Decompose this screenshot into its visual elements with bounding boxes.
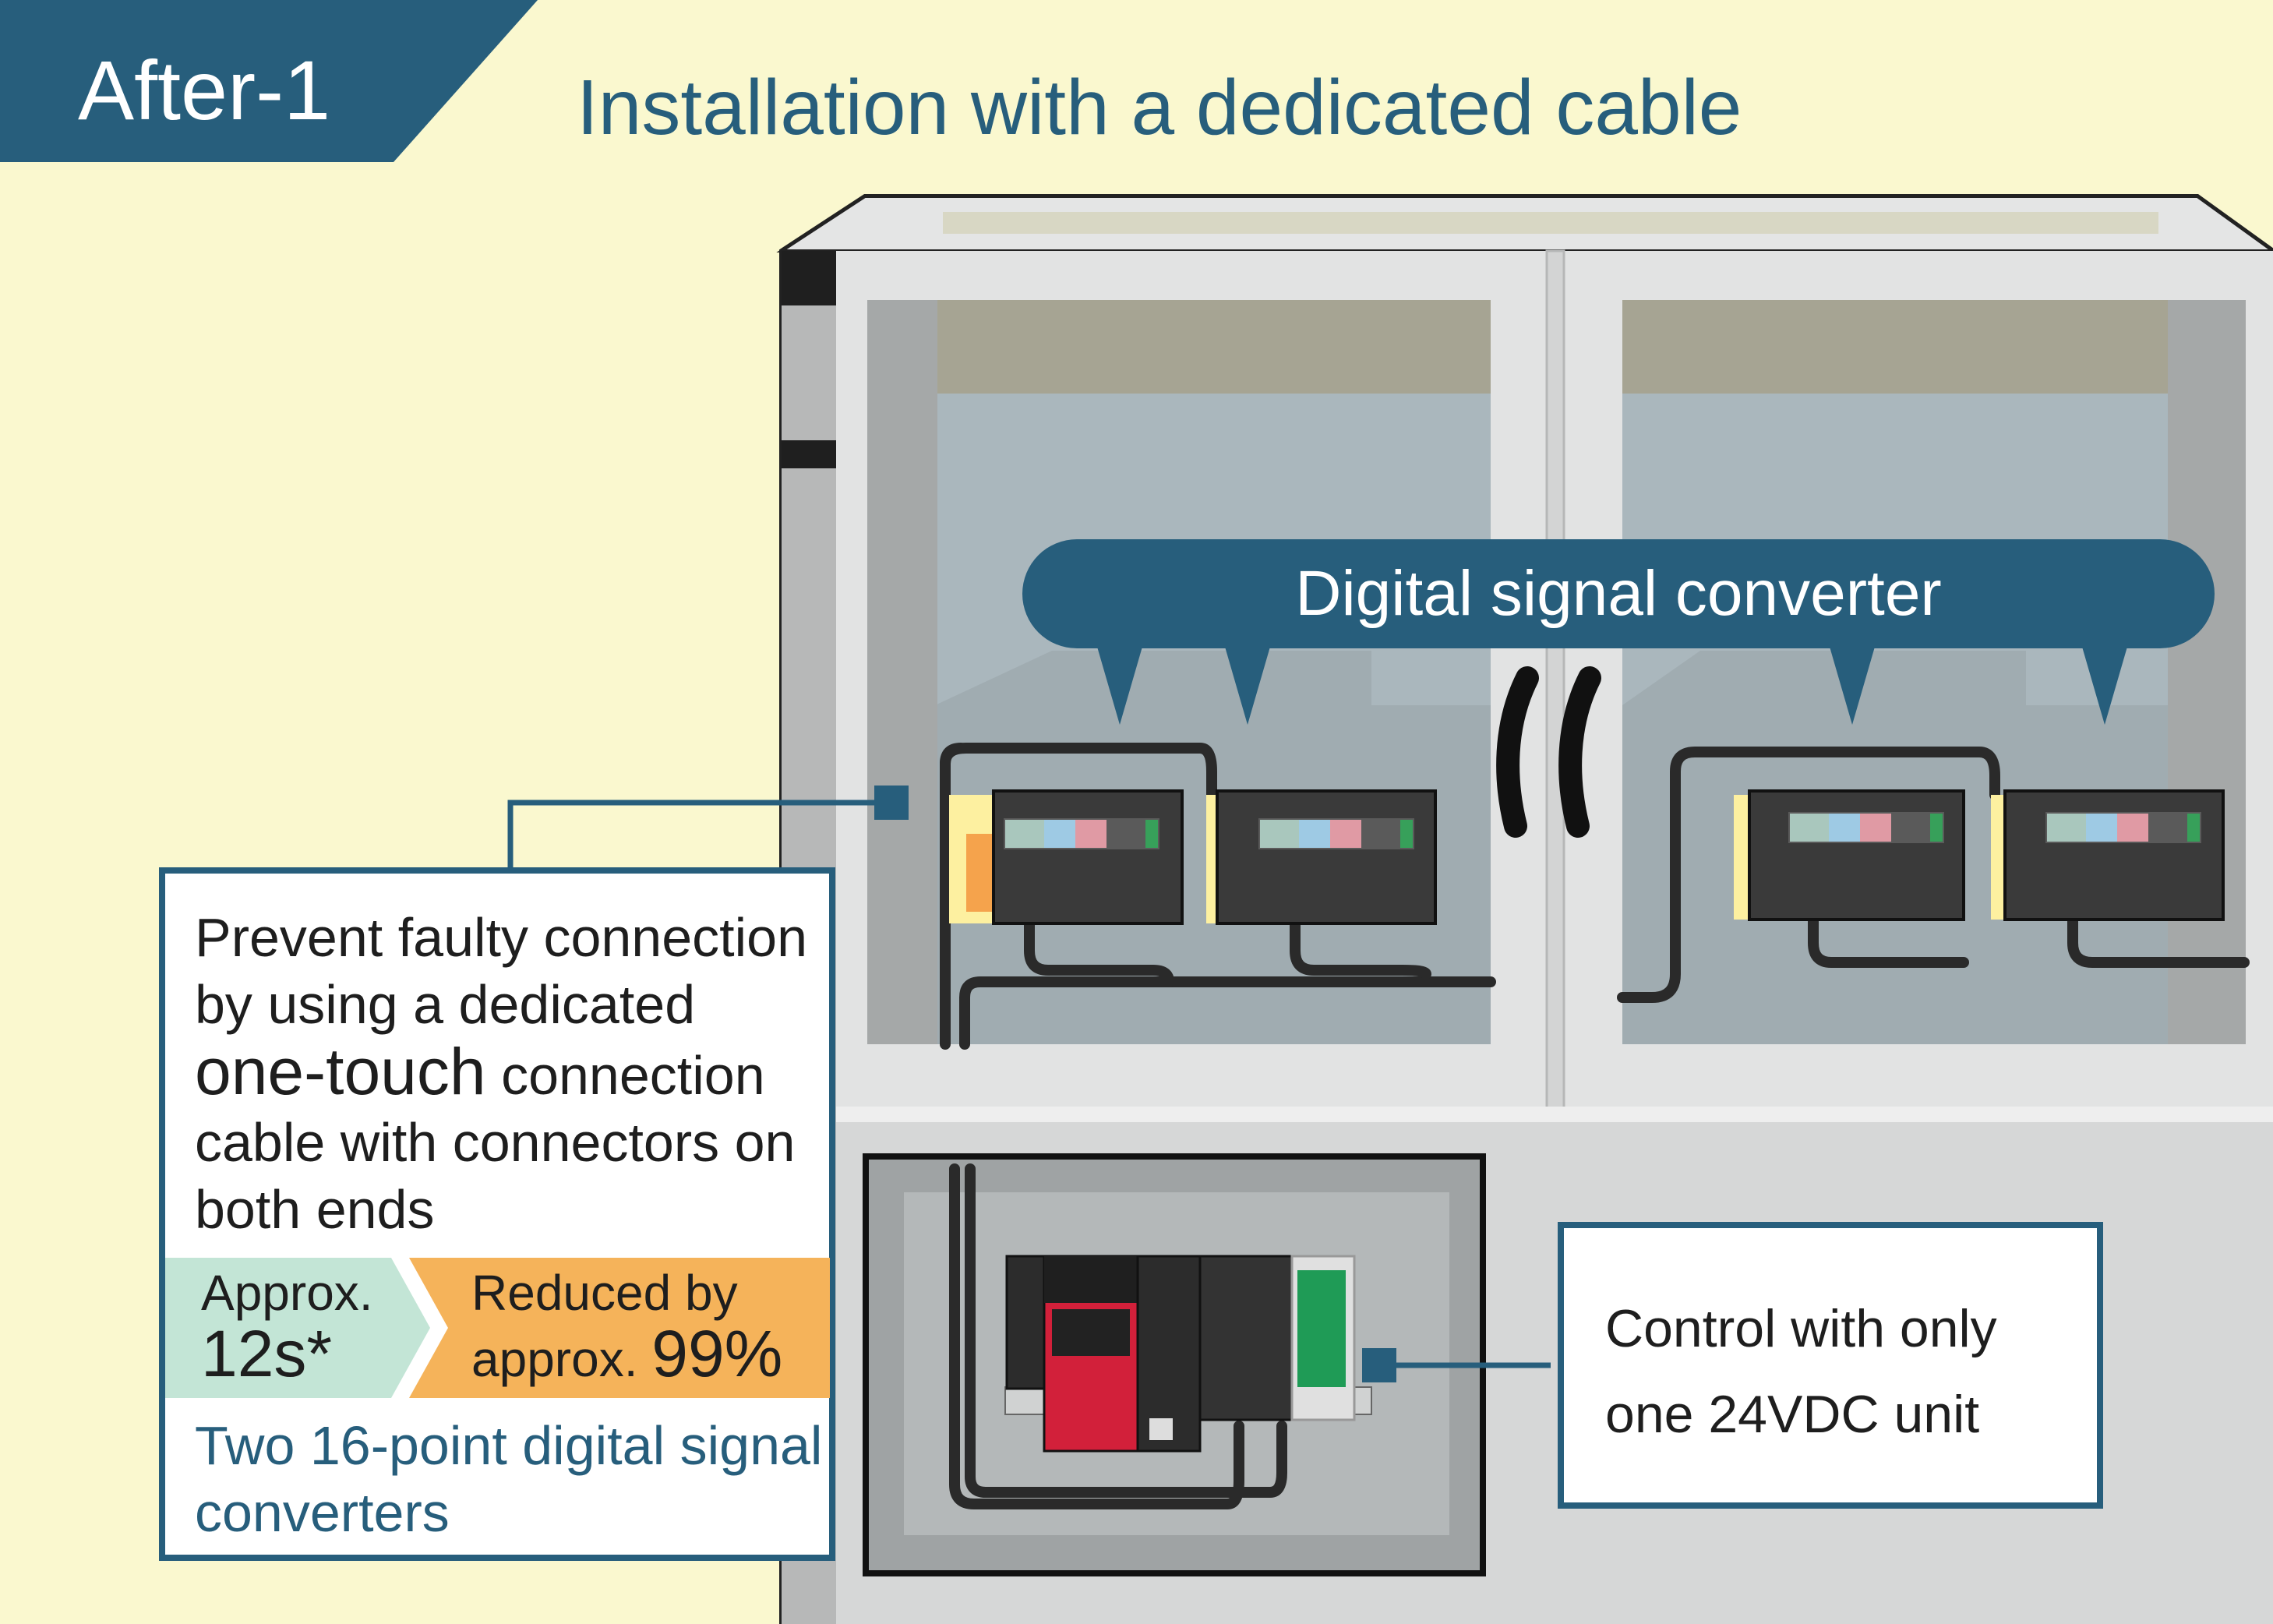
reduction-stat: Reduced by approx. 99%	[471, 1265, 783, 1391]
time-stat-label: Approx.	[201, 1265, 373, 1321]
control-line-1: Control with only	[1605, 1299, 1997, 1358]
converter-module-1	[949, 789, 1184, 925]
reduction-stat-value: 99%	[651, 1317, 783, 1391]
hinge-top	[782, 251, 836, 305]
control-note: Control with only one 24VDC unit	[1605, 1286, 2088, 1457]
one-touch-emphasis: one-touch	[195, 1035, 486, 1108]
page-title: Installation with a dedicated cable	[577, 64, 1742, 151]
caption-line-2: converters	[195, 1482, 450, 1543]
reduction-stat-label: Reduced by	[471, 1265, 738, 1321]
converter-caption: Two 16-point digital signal converters	[195, 1412, 823, 1546]
converter-module-2	[1206, 789, 1437, 925]
cabinet-upper-doors	[867, 249, 2246, 1125]
plc-unit	[1005, 1255, 1356, 1453]
converter-module-4	[1991, 789, 2225, 921]
benefit-box	[159, 867, 835, 1561]
reduction-stat-bg	[409, 1258, 830, 1398]
benefit-description: Prevent faulty connection by using a ded…	[195, 904, 818, 1243]
door-handle-right	[1558, 666, 1601, 838]
hinge-middle	[782, 440, 836, 468]
dedicated-cables	[940, 743, 2250, 1509]
door-handle-left	[1496, 666, 1539, 838]
converter-callout	[1022, 539, 2215, 648]
benefit-line-3: one-touch connection	[195, 1038, 818, 1109]
benefit-line-4: cable with connectors on	[195, 1112, 796, 1173]
benefit-line-2: by using a dedicated	[195, 974, 696, 1035]
control-line-2: one 24VDC unit	[1605, 1385, 1980, 1444]
time-stat: Approx. 12s*	[201, 1265, 373, 1391]
time-stat-bg	[165, 1258, 430, 1398]
callout-pointers	[1097, 647, 2127, 725]
cabinet-top-opening	[943, 212, 2158, 234]
caption-line-1: Two 16-point digital signal	[195, 1415, 823, 1476]
time-stat-value: 12s*	[201, 1317, 333, 1391]
callout-label: Digital signal converter	[1295, 558, 1942, 629]
badge-label: After-1	[78, 43, 331, 137]
benefit-line-1: Prevent faulty connection	[195, 907, 808, 968]
benefit-line-3-rest: connection	[485, 1045, 765, 1106]
converter-module-3	[1734, 789, 1965, 921]
control-note-box	[1558, 1222, 2103, 1509]
benefit-line-5: both ends	[195, 1179, 435, 1240]
leader-lines	[507, 786, 1551, 1382]
reduction-stat-prefix: approx.	[471, 1331, 652, 1388]
